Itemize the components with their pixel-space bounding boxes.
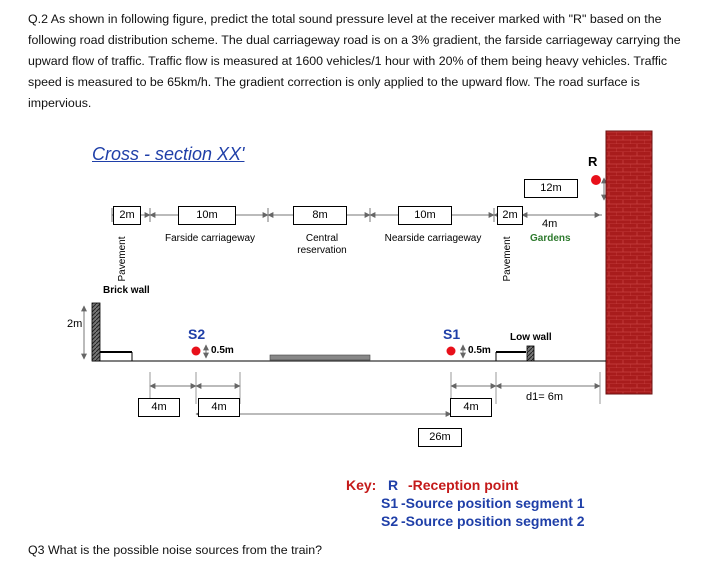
label-pavement-left: Pavement	[117, 236, 128, 282]
building-brick-facade	[605, 130, 653, 395]
left-brick-wall	[91, 302, 101, 362]
dim-total: 26m	[418, 428, 462, 447]
dim-gardens: 4m	[542, 218, 558, 230]
label-brick-wall: Brick wall	[103, 285, 150, 296]
key-item-s2-sym: S2	[381, 513, 399, 529]
key-item-s1-sym: S1	[381, 495, 399, 511]
dim-farside: 10m	[178, 206, 236, 225]
dim-s1-height: 0.5m	[468, 345, 491, 356]
label-farside: Farside carriageway	[164, 233, 256, 244]
label-central: Central reservation	[297, 233, 347, 256]
dim-d1: d1= 6m	[526, 391, 563, 403]
label-low-wall: Low wall	[510, 332, 552, 343]
dim-s2-offset-b: 4m	[198, 398, 240, 417]
dim-s2-offset-a: 4m	[138, 398, 180, 417]
dim-pavement-right: 2m	[497, 206, 523, 225]
key-item-r-sym: R	[388, 477, 399, 493]
dim-wall-height: 2m	[67, 318, 83, 330]
source-s2-point	[191, 346, 201, 356]
receiver-point	[591, 175, 601, 185]
question-3-text: Q3 What is the possible noise sources fr…	[28, 543, 323, 557]
dim-nearside: 10m	[398, 206, 452, 225]
low-wall-shape	[526, 345, 535, 362]
figure-title: Cross - section XX'	[92, 144, 245, 164]
key-heading: Key:	[346, 477, 377, 493]
label-s2: S2	[188, 326, 206, 342]
central-reservation-bar	[269, 354, 371, 361]
label-nearside: Nearside carriageway	[384, 233, 482, 244]
dim-central: 8m	[293, 206, 347, 225]
dim-pavement-left: 2m	[113, 206, 141, 225]
dim-receiver-height: 12m	[524, 179, 578, 198]
label-s1: S1	[443, 326, 461, 342]
dim-s2-height: 0.5m	[211, 345, 234, 356]
dim-s1-offset: 4m	[450, 398, 492, 417]
source-s1-point	[446, 346, 456, 356]
key-item-r-text: -Reception point	[408, 477, 519, 493]
question-2-text: Q.2 As shown in following figure, predic…	[28, 12, 681, 110]
key-item-s1-text: -Source position segment 1	[401, 495, 585, 511]
receiver-label: R	[588, 154, 598, 169]
label-gardens: Gardens	[530, 233, 571, 244]
key-item-s2-text: -Source position segment 2	[401, 513, 585, 529]
label-pavement-right: Pavement	[502, 236, 513, 282]
